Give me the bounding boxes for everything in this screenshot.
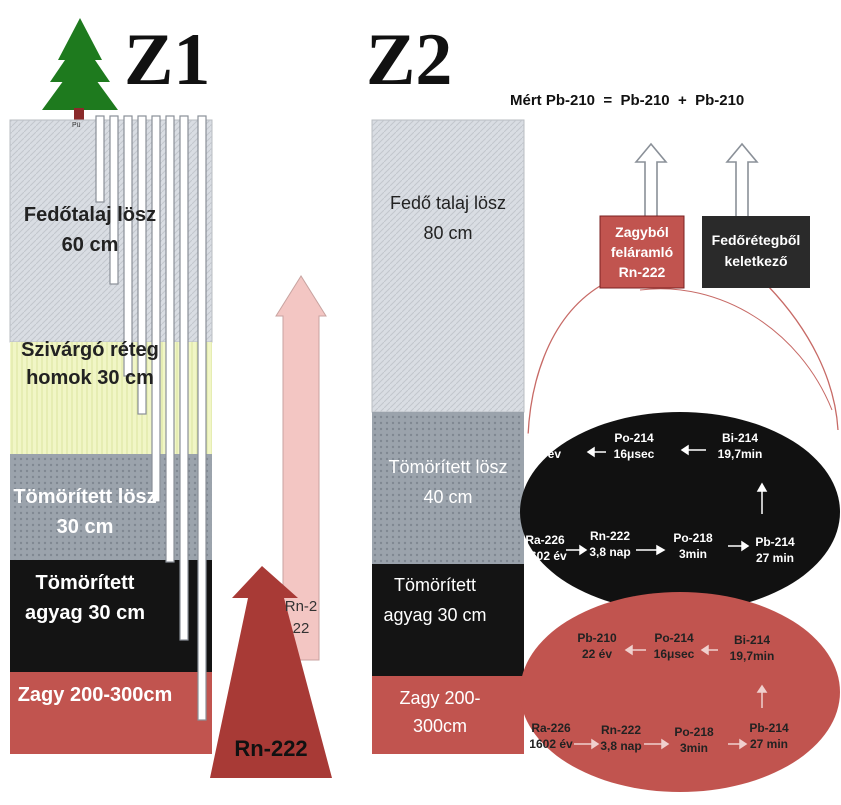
pipe-tag: Pü (72, 122, 81, 129)
decay-ellipse-tailings (520, 592, 840, 792)
arrow-up-cover-source (725, 142, 759, 219)
z2-layer-compacted-clay (372, 564, 524, 676)
nuclide-po218-tailings: Po-218 (674, 725, 714, 739)
z1-label-drainage-sand: Szivárgó réteg homok 30 cm (21, 339, 159, 389)
source-tailings-label: Zagyból feláramló Rn-222 (610, 224, 674, 280)
nuclide-ra226-cover: Ra-226 (525, 533, 565, 547)
tree-icon (42, 18, 118, 122)
nuclide-rn222-cover: Rn-222 (589, 529, 630, 543)
halflife-po218-cover: 3min (678, 547, 707, 561)
nuclide-pb210-cover: Pb-210 (526, 431, 566, 445)
nuclide-bi214-tailings: Bi-214 (733, 633, 771, 647)
halflife-po218-tailings: 3min (679, 741, 708, 755)
halflife-po214-cover: 16μsec (613, 447, 655, 461)
halflife-bi214-tailings: 19,7min (729, 649, 775, 663)
z2-label-tailings: Zagy 200-300cm (399, 688, 481, 736)
nuclide-po218-cover: Po-218 (673, 531, 713, 545)
halflife-ra226-tailings: 1602 év (529, 737, 573, 751)
decay-arrows-tailings (574, 644, 768, 750)
rn222-upward-arrow-small (275, 275, 327, 661)
decay-arrows-cover (566, 444, 768, 556)
z1-title: Z1 (124, 19, 211, 101)
halflife-pb210-cover: 22 év (530, 447, 562, 461)
rn222-upward-arrow-big (210, 566, 332, 778)
nuclide-rn222-tailings: Rn-222 (600, 723, 641, 737)
z1-layer-tailings (10, 672, 212, 754)
rn222-label-big: Rn-222 (234, 736, 308, 761)
z2-label-compacted-loess: Tömörített lösz 40 cm (388, 457, 508, 507)
rn222-label-small: Rn-222 (284, 598, 318, 637)
z2-layer-tailings (372, 676, 524, 754)
source-box-cover (702, 216, 810, 288)
z2-label-cover-soil: Fedő talaj lösz 80 cm (389, 193, 507, 243)
nuclide-bi214-cover: Bi-214 (721, 431, 759, 445)
z1-label-compacted-clay: Tömörített agyag 30 cm (24, 572, 146, 624)
z1-label-compacted-loess: Tömörített lösz 30 cm (13, 486, 157, 538)
halflife-pb214-tailings: 27 min (749, 737, 788, 751)
halflife-ra226-cover: 1602 év (523, 549, 567, 563)
z1-label-tailings: Zagy 200-300cm (17, 684, 173, 706)
nuclide-ra226-tailings: Ra-226 (531, 721, 571, 735)
arrow-up-tailings-source (634, 142, 668, 219)
pb210-equation: Mért Pb-210 = Pb-210 + Pb-210 (510, 92, 745, 109)
source-box-tailings (599, 215, 685, 289)
z1-label-cover-soil: Fedőtalaj lösz 60 cm (23, 204, 157, 256)
nuclide-pb214-cover: Pb-214 (755, 535, 795, 549)
nuclide-pb214-tailings: Pb-214 (749, 721, 789, 735)
nuclide-po214-tailings: Po-214 (654, 631, 694, 645)
halflife-bi214-cover: 19,7min (717, 447, 763, 461)
nuclide-po214-cover: Po-214 (614, 431, 654, 445)
halflife-pb210-tailings: 22 év (581, 647, 613, 661)
halflife-rn222-cover: 3,8 nap (589, 545, 631, 559)
probe-tubes (95, 115, 207, 721)
decay-ellipse-cover (520, 412, 840, 612)
nuclide-pb210-tailings: Pb-210 (577, 631, 617, 645)
halflife-po214-tailings: 16μsec (653, 647, 695, 661)
z2-label-compacted-clay: Tömörített agyag 30 cm (383, 575, 487, 625)
z1-layer-compacted-clay (10, 560, 212, 672)
source-cover-label: Fedőrétegből keletkező (711, 232, 801, 269)
z2-title: Z2 (366, 19, 453, 101)
halflife-pb214-cover: 27 min (755, 551, 794, 565)
halflife-rn222-tailings: 3,8 nap (600, 739, 642, 753)
